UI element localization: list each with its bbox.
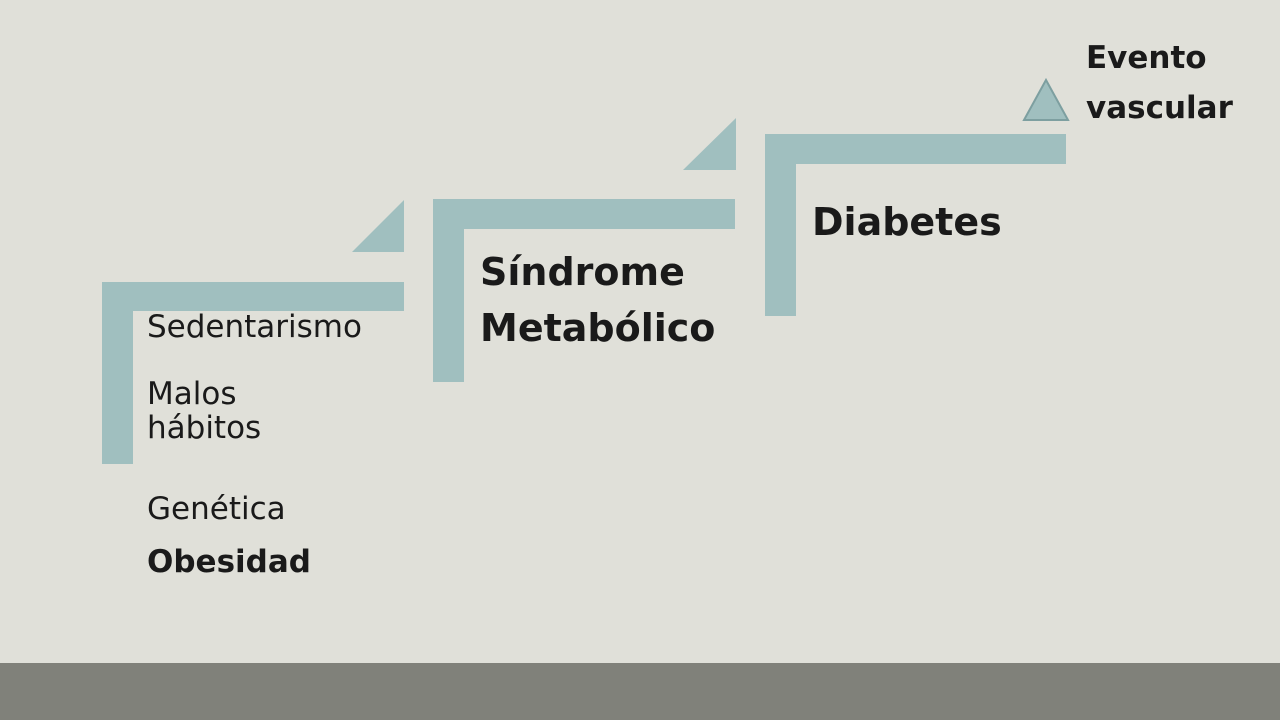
footer-band — [0, 663, 1280, 720]
step1-bracket — [102, 282, 404, 464]
step1-item-obesidad: Obesidad — [147, 544, 311, 580]
step1-item-genetica: Genética — [147, 491, 286, 527]
step2-title-line2: Metabólico — [480, 306, 716, 350]
step2-arrow-tip — [683, 118, 736, 170]
step3-title: Diabetes — [812, 200, 1002, 244]
step1-arrow-tip — [352, 200, 404, 252]
summit-triangle-icon — [1022, 77, 1070, 121]
summit-label-line1: Evento — [1086, 40, 1207, 76]
step3-bracket — [765, 134, 1066, 316]
step2-title-line1: Síndrome — [480, 250, 685, 294]
summit-label-line2: vascular — [1086, 90, 1233, 126]
step1-item-sedentarismo: Sedentarismo — [147, 309, 362, 345]
step1-item-malos-habitos: Malos hábitos — [147, 376, 262, 446]
step2-bracket — [433, 199, 735, 382]
